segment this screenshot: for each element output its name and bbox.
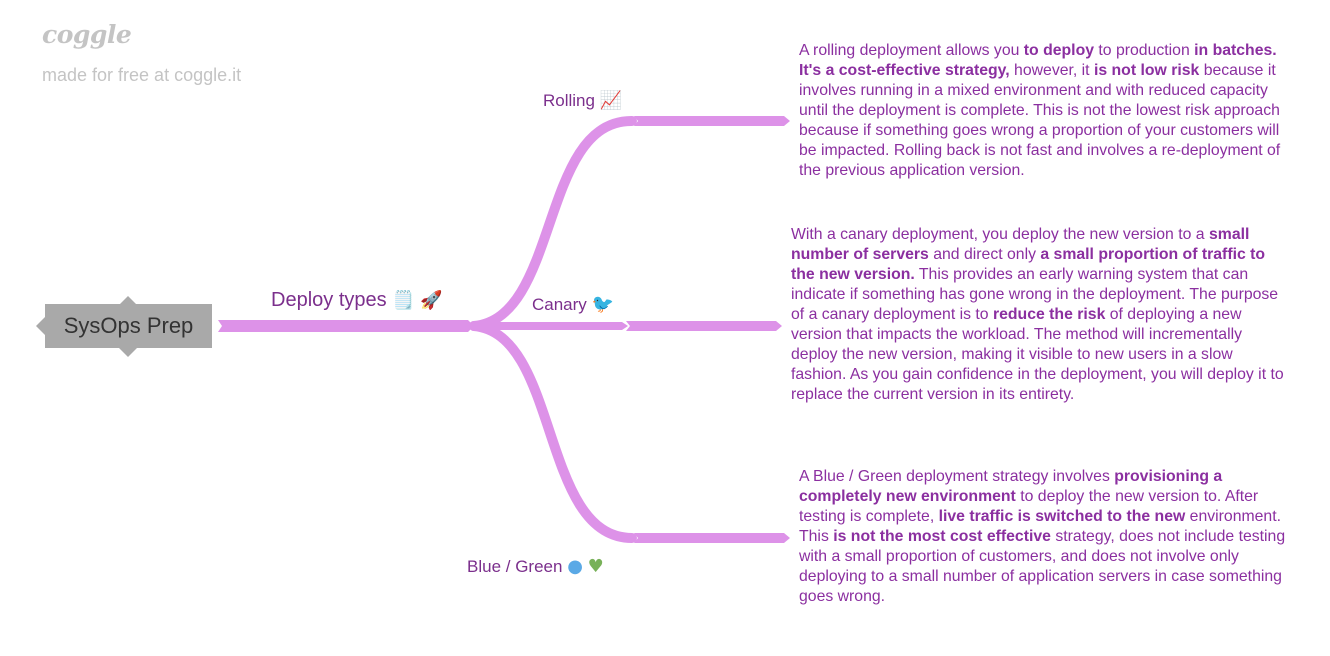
- root-node[interactable]: SysOps Prep: [45, 304, 212, 348]
- note-bold-text: is not the most cost effective: [833, 528, 1051, 545]
- deploy-types-label: Deploy types: [271, 289, 387, 311]
- note-text: A Blue / Green deployment strategy invol…: [799, 468, 1115, 485]
- deploy-types-node[interactable]: Deploy types 🗒️ 🚀: [271, 289, 443, 312]
- note-text: and direct only: [928, 246, 1041, 263]
- note-text: to deploy the new version to. After test…: [799, 488, 1259, 525]
- note-bold-text: a small proportion of traffic to the new…: [791, 246, 1266, 283]
- root-label: SysOps Prep: [63, 313, 194, 338]
- note-text: of deploying a new version that impacts …: [791, 306, 1284, 403]
- branch-bluegreen-leaf: [634, 533, 790, 543]
- note-text: With a canary deployment, you deploy the…: [791, 226, 1209, 243]
- note-text: A rolling deployment allows you: [799, 42, 1024, 59]
- note-text: however, it: [1009, 62, 1094, 79]
- note-bold-text: small number of servers: [791, 226, 1250, 263]
- note-bold-text: in batches. It's a cost-effective strate…: [799, 42, 1277, 79]
- note-bold-text: to deploy: [1023, 42, 1095, 59]
- bird-icon: 🐦: [591, 294, 614, 315]
- rolling-label: Rolling: [543, 91, 595, 110]
- canary-note[interactable]: With a canary deployment, you deploy the…: [791, 225, 1286, 405]
- root-expand-top[interactable]: [118, 296, 138, 306]
- note-text: strategy, does not include testing with …: [799, 528, 1286, 605]
- coggle-logo: coggle: [42, 20, 132, 49]
- green-heart-icon: ♥: [587, 556, 604, 577]
- note-text: This provides an early warning system th…: [791, 266, 1279, 323]
- note-bold-text: is not low risk: [1093, 62, 1200, 79]
- branch-canary-leaf: [626, 321, 782, 331]
- blue-green-label: Blue / Green: [467, 557, 563, 576]
- branch-rolling: [469, 115, 637, 331]
- branch-canary: [474, 322, 628, 330]
- note-text: because it involves running in a mixed e…: [799, 62, 1281, 179]
- bluegreen-note[interactable]: A Blue / Green deployment strategy invol…: [799, 467, 1289, 607]
- canary-node[interactable]: Canary 🐦: [532, 294, 614, 315]
- rocket-icon: 🚀: [420, 290, 443, 311]
- notepad-icon: 🗒️: [392, 290, 415, 311]
- root-expand-bottom[interactable]: [118, 347, 138, 357]
- branch-rolling-leaf: [634, 116, 790, 126]
- chart-icon: 📈: [599, 90, 623, 111]
- rolling-note[interactable]: A rolling deployment allows you to deplo…: [799, 41, 1294, 181]
- note-bold-text: live traffic is switched to the new: [938, 508, 1186, 525]
- blue-circle-icon: ●: [567, 556, 583, 577]
- blue-green-node[interactable]: Blue / Green ● ♥: [467, 556, 604, 577]
- root-expand-left[interactable]: [36, 316, 46, 336]
- note-text: environment. This: [799, 508, 1281, 545]
- branch-bluegreen: [469, 321, 637, 543]
- note-bold-text: reduce the risk: [992, 306, 1106, 323]
- note-bold-text: provisioning a completely new environmen…: [799, 468, 1223, 505]
- coggle-brand: coggle: [42, 20, 132, 49]
- canary-label: Canary: [532, 295, 587, 314]
- note-text: to production: [1094, 42, 1195, 59]
- rolling-node[interactable]: Rolling 📈: [543, 90, 622, 111]
- made-with-coggle-link[interactable]: made for free at coggle.it: [42, 65, 242, 85]
- branch-root-deploy: [218, 320, 474, 332]
